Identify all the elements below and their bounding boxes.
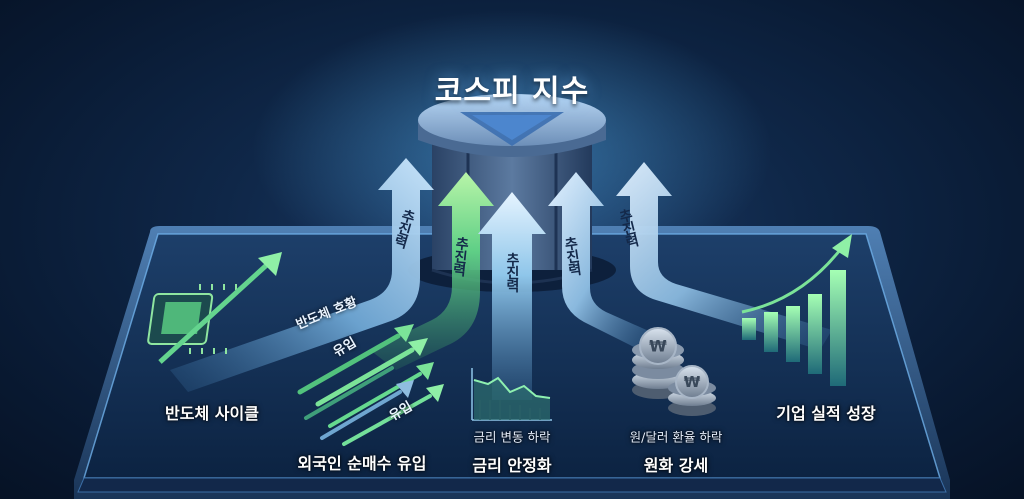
source-label-currency: 원화 강세 (643, 456, 709, 475)
arrow-semiconductor (170, 158, 434, 392)
arrow-rates (478, 192, 546, 400)
source-label-semiconductor: 반도체 사이클 (165, 404, 259, 423)
arrow-earnings (616, 162, 832, 350)
source-sublabel-currency: 원/달러 환율 하락 (629, 429, 723, 445)
driver-arrows (170, 158, 832, 400)
arrow-label-3: 추진력 (504, 252, 520, 292)
arrow-foreign (370, 172, 494, 370)
arrow-currency (548, 172, 660, 350)
source-sublabel-rates: 금리 변동 하락 (473, 429, 551, 445)
semiconductor-chip-icon (147, 252, 282, 364)
won-coins-icon (632, 327, 716, 416)
page-title: 코스피 지수 (434, 74, 590, 109)
source-label-foreign: 외국인 순매수 유입 (297, 454, 427, 473)
inflow-streaks (297, 324, 444, 446)
source-label-rates: 금리 안정화 (472, 456, 552, 475)
arrow-label-2: 추진력 (450, 235, 470, 277)
coin-symbol-1: ₩ (649, 336, 667, 356)
rate-decline-chart (471, 368, 552, 421)
source-label-earnings: 기업 실적 성장 (776, 404, 876, 423)
earnings-bar-chart (741, 234, 852, 386)
coin-symbol-2: ₩ (683, 373, 701, 391)
